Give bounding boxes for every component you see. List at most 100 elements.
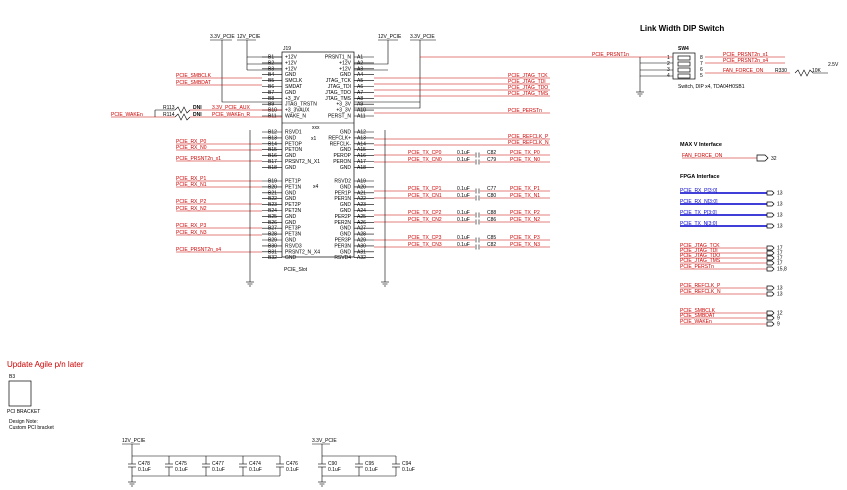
resistor-r114: R114 DNI PCIE_WAKEn_R: [163, 112, 282, 121]
pin-name: GND: [340, 226, 352, 232]
pin-number: A20: [357, 184, 366, 190]
pin-name: JTAG_TCK: [326, 78, 352, 84]
offpage-connector: [766, 321, 775, 327]
pin-name: GND: [340, 249, 352, 255]
net-label: PCIE_TX_CP3: [408, 235, 442, 241]
pin-name: RSVD1: [285, 130, 302, 136]
ground-symbol: [381, 281, 389, 287]
pin-number: B28: [268, 232, 277, 238]
pin-name: PER1N: [334, 196, 351, 202]
connector-x1-label: x1: [311, 136, 317, 142]
dip-ref: SW4: [678, 46, 689, 52]
pin-number: B31: [268, 249, 277, 255]
pin-name: REFCLK+: [328, 135, 351, 141]
bypass-caps: 12V_PCIEC4780.1uFC4750.1uFC4770.1uFC4740…: [122, 438, 415, 487]
pin-number: B4: [268, 72, 274, 78]
net-label: PCIE_RX_P0: [176, 139, 207, 145]
net-label: PCIE_RX_P2: [176, 199, 207, 205]
page-ref: 12: [777, 311, 783, 317]
pin-number: A3: [357, 66, 363, 72]
net-label: PCIE_TX_CN0: [408, 157, 442, 163]
cap-ref: C79: [487, 157, 496, 163]
net-label: PCIE_TX_CN2: [408, 217, 442, 223]
pin-number: A15: [357, 147, 366, 153]
offpage-connector: [756, 154, 769, 162]
pin-name: GND: [285, 90, 297, 96]
offpage-connector: [766, 310, 775, 316]
offpage-connector: [766, 245, 775, 251]
pin-name: PET1P: [285, 179, 302, 185]
svg-text:7: 7: [700, 61, 703, 67]
svg-text:Custom PCI bracket: Custom PCI bracket: [9, 425, 54, 431]
pin-name: +3_3VAUX: [285, 108, 310, 114]
pin-number: A2: [357, 60, 363, 66]
svg-text:DNI: DNI: [193, 105, 202, 111]
svg-text:2: 2: [667, 61, 670, 67]
net-label: PCIE_REFCLK_P: [508, 134, 549, 140]
net-label: PCIE_TX_P1: [510, 186, 540, 192]
pin-number: B29: [268, 238, 277, 244]
pin-number: A7: [357, 90, 363, 96]
cap-value: 0.1uF: [249, 467, 262, 473]
pin-number: A23: [357, 202, 366, 208]
fpga-net-label: PCIE_JTAG_TDO: [680, 253, 720, 259]
rail-label: 3.3V_PCIE: [312, 438, 337, 444]
pin-number: B12: [268, 130, 277, 136]
svg-text:1: 1: [667, 55, 670, 61]
page-ref: 17: [777, 246, 783, 252]
net-label: PCIE_TX_P3: [510, 235, 540, 241]
page-ref: 9: [777, 322, 780, 328]
pin-name: +3_3V: [336, 102, 351, 108]
net-label: PCIE_RX_N0: [176, 145, 207, 151]
pin-name: SMDAT: [285, 84, 302, 90]
pin-number: A1: [357, 55, 363, 61]
pin-name: PETOP: [285, 141, 303, 147]
pin-number: A12: [357, 130, 366, 136]
cap-ref: C88: [487, 210, 496, 216]
pin-number: A13: [357, 135, 366, 141]
pin-number: B20: [268, 184, 277, 190]
dip-switch[interactable]: SW4 Switch, DIP x4, TDA04H0SB1 12 34 87 …: [667, 46, 745, 90]
pin-number: A27: [357, 226, 366, 232]
pin-name: JTAG_TMS: [325, 96, 351, 102]
pin-name: RSVD3: [285, 243, 302, 249]
connector-name: PCIE_Slot: [284, 267, 308, 273]
fpga-net-label: PCIE_TX_P[3:0]: [680, 210, 717, 216]
net-label: PCIE_SMBDAT: [176, 80, 211, 86]
cap-ref: C95: [365, 461, 374, 467]
pin-name: PER1P: [335, 190, 352, 196]
svg-text:PCI BRACKET: PCI BRACKET: [7, 409, 40, 415]
net-label: PCIE_RX_N2: [176, 206, 207, 212]
cap-value: 0.1uF: [457, 235, 470, 241]
net-label: PCIE_TX_N1: [510, 193, 540, 199]
pin-number: B8: [268, 96, 274, 102]
pin-number: B16: [268, 153, 277, 159]
svg-text:6: 6: [700, 67, 703, 73]
pin-number: B11: [268, 114, 277, 120]
net-label: PCIE_TX_CP1: [408, 186, 442, 192]
pin-number: A30: [357, 243, 366, 249]
page-ref: 13: [777, 286, 783, 292]
right-net-labels: PCIE_JTAG_TCKPCIE_JTAG_TDIPCIE_JTAG_TDOP…: [374, 73, 550, 146]
net-label: PCIE_RX_P3: [176, 223, 207, 229]
pin-number: A28: [357, 232, 366, 238]
pin-number: A17: [357, 159, 366, 165]
cap-value: 0.1uF: [457, 193, 470, 199]
offpage-connector: [766, 260, 775, 266]
pin-number: B7: [268, 90, 274, 96]
pin-number: B5: [268, 78, 274, 84]
pin-name: +12V: [285, 60, 297, 66]
net-label: PCIE_RX_P1: [176, 176, 207, 182]
pin-name: +12V: [339, 66, 351, 72]
net-label: PCIE_JTAG_TDI: [508, 79, 546, 85]
pin-number: B22: [268, 196, 277, 202]
cap-value: 0.1uF: [457, 217, 470, 223]
pin-number: B17: [268, 159, 277, 165]
svg-text:32: 32: [771, 156, 777, 162]
pin-number: B1: [268, 55, 274, 61]
net-label: PCIE_REFCLK_N: [508, 140, 549, 146]
pin-number: A14: [357, 141, 366, 147]
